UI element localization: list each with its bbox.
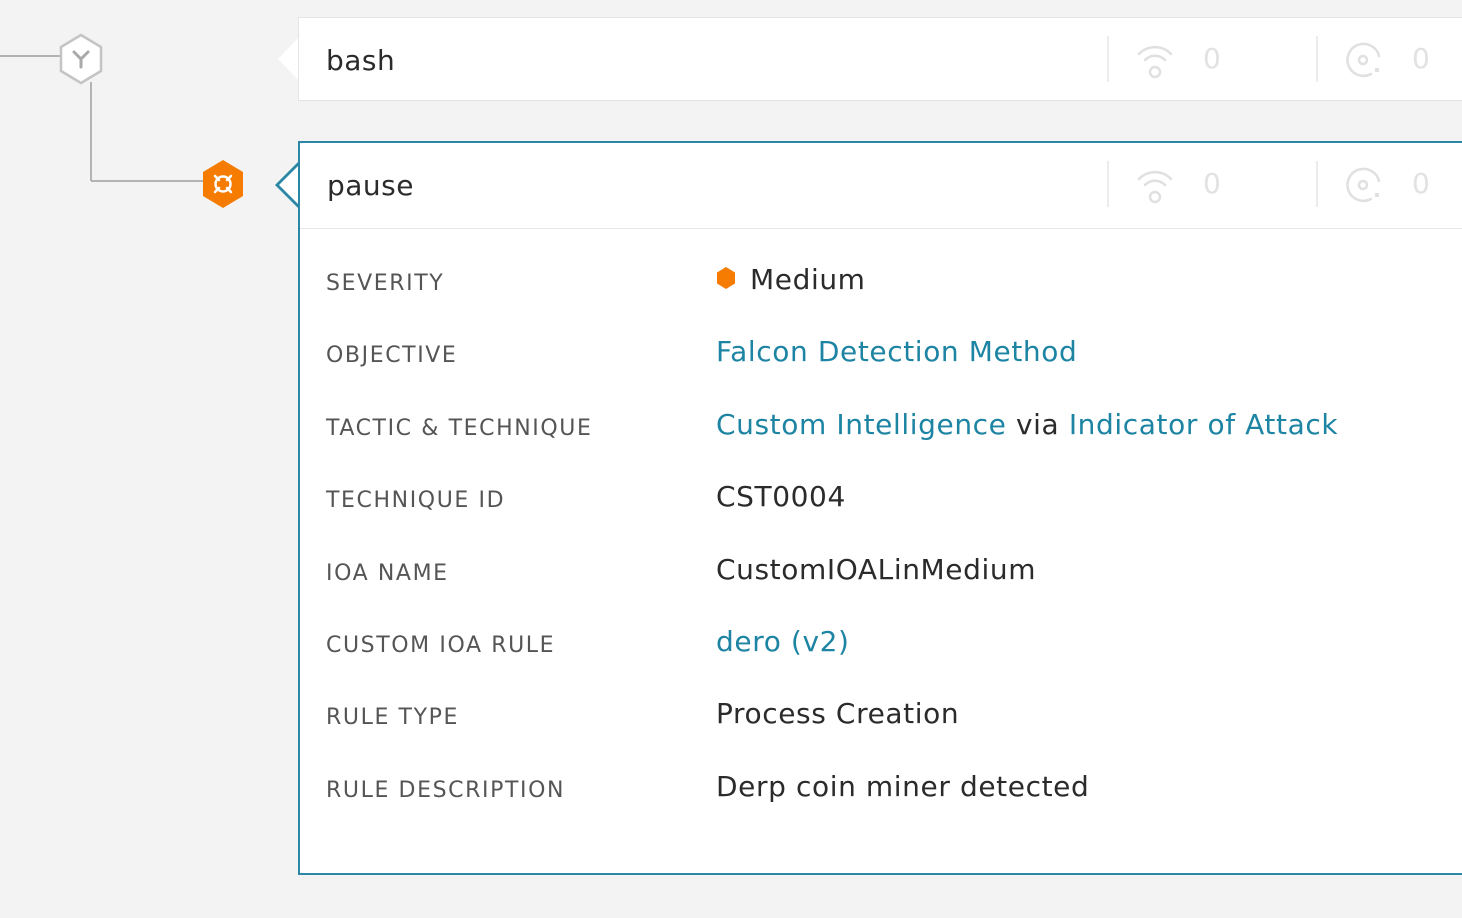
network-icon[interactable] <box>1133 163 1177 207</box>
severity-hex-icon <box>717 267 735 289</box>
tactic-via-text: via <box>1016 407 1060 441</box>
detection-details: SEVERITY Medium OBJECTIVE Falcon Detecti… <box>326 255 1446 834</box>
tactic-value: Custom Intelligence via Indicator of Att… <box>716 408 1338 441</box>
header-divider <box>1107 36 1109 82</box>
network-count: 0 <box>1203 42 1221 75</box>
technique-id-value: CST0004 <box>716 480 846 514</box>
rule-description-label: RULE DESCRIPTION <box>326 777 566 803</box>
process-card-bash[interactable]: bash 0 0 <box>298 17 1462 101</box>
header-divider <box>1107 161 1109 207</box>
objective-link[interactable]: Falcon Detection Method <box>716 335 1078 369</box>
detail-row-tactic: TACTIC & TECHNIQUE Custom Intelligence v… <box>326 400 1446 472</box>
tactic-link[interactable]: Custom Intelligence <box>716 407 1007 441</box>
disk-count: 0 <box>1412 167 1430 200</box>
rule-type-label: RULE TYPE <box>326 705 459 731</box>
rule-description-value: Derp coin miner detected <box>716 769 1090 803</box>
rule-type-value: Process Creation <box>716 697 960 731</box>
ioa-name-label: IOA NAME <box>326 560 449 586</box>
detail-row-rule-type: RULE TYPE Process Creation <box>326 689 1446 761</box>
detail-row-rule-description: RULE DESCRIPTION Derp coin miner detecte… <box>326 762 1446 834</box>
process-hex-icon[interactable] <box>58 33 104 85</box>
severity-value-wrap: Medium <box>716 263 866 296</box>
detail-row-technique-id: TECHNIQUE ID CST0004 <box>326 472 1446 544</box>
severity-label: SEVERITY <box>326 271 445 296</box>
card-pointer <box>279 164 300 206</box>
custom-rule-link[interactable]: dero (v2) <box>716 624 850 658</box>
objective-label: OBJECTIVE <box>326 343 458 369</box>
header-divider <box>1316 161 1318 207</box>
process-card-header: pause 0 0 <box>300 143 1462 229</box>
detection-hex-icon[interactable] <box>200 158 246 210</box>
custom-rule-label: CUSTOM IOA RULE <box>326 632 556 658</box>
detail-row-severity: SEVERITY Medium <box>326 255 1446 327</box>
technique-link[interactable]: Indicator of Attack <box>1068 407 1339 441</box>
technique-id-label: TECHNIQUE ID <box>326 488 506 514</box>
process-name: pause <box>327 169 414 202</box>
process-tree-connectors <box>0 55 203 182</box>
severity-value: Medium <box>750 263 866 296</box>
network-count: 0 <box>1203 167 1221 200</box>
detail-row-custom-rule: CUSTOM IOA RULE dero (v2) <box>326 617 1446 689</box>
process-card-header: bash 0 0 <box>299 18 1462 102</box>
header-divider <box>1316 36 1318 82</box>
process-name: bash <box>326 43 396 77</box>
disk-icon[interactable] <box>1343 163 1387 207</box>
network-icon[interactable] <box>1133 38 1177 82</box>
card-pointer <box>278 37 299 81</box>
ioa-name-value: CustomIOALinMedium <box>716 552 1037 586</box>
detail-row-ioa-name: IOA NAME CustomIOALinMedium <box>326 545 1446 617</box>
tactic-label: TACTIC & TECHNIQUE <box>326 415 593 441</box>
disk-icon[interactable] <box>1343 38 1387 82</box>
detail-row-objective: OBJECTIVE Falcon Detection Method <box>326 327 1446 399</box>
process-card-pause[interactable]: pause 0 0 SEVERITY Medium OBJECTIVE <box>298 141 1462 875</box>
disk-count: 0 <box>1412 42 1430 75</box>
